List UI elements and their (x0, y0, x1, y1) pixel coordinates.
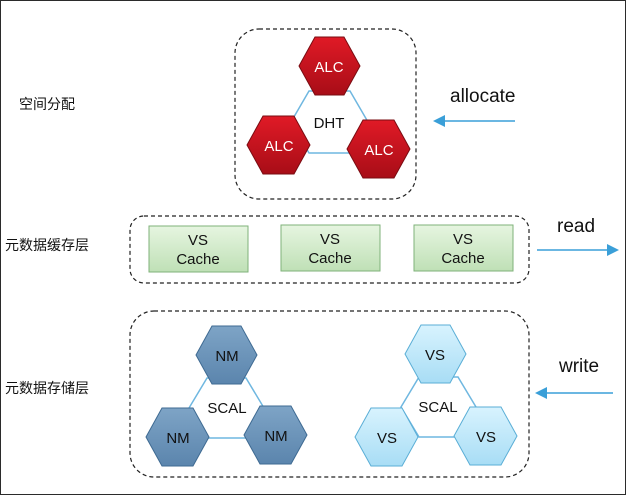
cache-row: VS Cache VS Cache VS Cache (148, 224, 514, 273)
vs-cache-1-line2: Cache (176, 251, 219, 268)
read-label: read (557, 216, 595, 237)
nm-cluster: SCAL NM NM NM (145, 325, 308, 467)
vs-cache-1-line1: VS (188, 232, 208, 249)
nm-node-right-label: NM (264, 428, 287, 445)
vs-cache-3-line2: Cache (441, 250, 484, 267)
scal-label-right: SCAL (418, 399, 457, 416)
vs-cache-box-1 (148, 225, 249, 273)
storage-group-box (129, 310, 530, 478)
vs-cache-2-line2: Cache (308, 250, 351, 267)
vs-node-top (404, 324, 467, 384)
alc-node-top-label: ALC (314, 59, 343, 76)
vs-node-top-label: VS (425, 347, 445, 364)
vs-node-right-label: VS (476, 429, 496, 446)
nm-node-top-label: NM (215, 348, 238, 365)
alc-node-left (246, 115, 311, 175)
vs-cluster: SCAL VS VS VS (354, 324, 518, 467)
nm-node-left-label: NM (166, 430, 189, 447)
vs-node-left-label: VS (377, 430, 397, 447)
vs-cache-box-2 (280, 224, 381, 272)
nm-node-top (195, 325, 258, 385)
vs-cache-3-line1: VS (453, 231, 473, 248)
vs-cache-2-line1: VS (320, 231, 340, 248)
nm-node-left (145, 407, 210, 467)
write-label: write (558, 356, 599, 377)
allocate-label: allocate (450, 86, 516, 107)
alc-node-right (346, 119, 411, 179)
vs-cache-box-3 (413, 224, 514, 272)
allocation-cluster: DHT ALC ALC ALC (246, 36, 411, 179)
alc-node-right-label: ALC (364, 142, 393, 159)
alc-node-left-label: ALC (264, 138, 293, 155)
vs-node-right (453, 406, 518, 466)
cache-group-box (129, 215, 530, 284)
allocation-group-box (234, 28, 417, 200)
row-label-allocation: 空间分配 (19, 96, 75, 112)
alc-node-top (298, 36, 361, 96)
dht-label: DHT (314, 115, 345, 132)
vs-node-left (354, 407, 419, 467)
nm-node-right (243, 405, 308, 465)
row-label-storage-layer: 元数据存储层 (5, 380, 89, 396)
row-label-cache-layer: 元数据缓存层 (5, 237, 89, 253)
scal-label-left: SCAL (207, 400, 246, 417)
